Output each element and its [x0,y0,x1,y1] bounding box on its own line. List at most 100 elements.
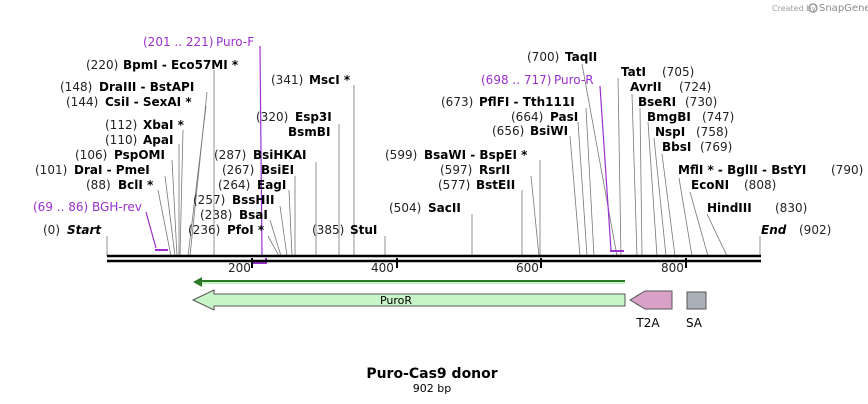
site-name[interactable]: BsmBI [288,125,330,139]
site-position: (385) [312,223,344,237]
primer-range: (201 .. 221) [143,35,213,49]
site-name[interactable]: BpmI - Eco57MI * [123,58,239,72]
puror-feature[interactable] [191,289,626,311]
site-position: (238) [200,208,232,222]
primer-range: (69 .. 86) [33,200,88,214]
primer-name[interactable]: Puro-R [554,73,594,87]
right-site-labels: (700) TaqII (673) PflFI - Tth111I (664) … [385,50,863,215]
site-name[interactable]: DraIII - BstAPI [99,80,194,94]
site-name[interactable]: BsiHKAI [253,148,307,162]
orf-arrow [193,277,625,287]
site-name[interactable]: NspI [655,125,685,139]
site-name[interactable]: BclI * [118,178,154,192]
site-position: (106) [75,148,107,162]
site-position: (758) [696,125,728,139]
site-name[interactable]: ApaI [143,133,173,147]
snapgene-brand: SnapGene [819,3,868,14]
site-name[interactable]: AvrII [630,80,662,94]
t2a-label: T2A [635,316,660,330]
sa-label: SA [686,316,703,330]
puro-f-primer[interactable] [252,258,267,264]
start-label: Start [67,223,102,237]
end-label: End [761,223,787,237]
site-position: (747) [702,110,734,124]
site-name[interactable]: PfoI * [227,223,265,237]
site-name[interactable]: PasI [550,110,578,124]
site-position: (144) [66,95,98,109]
right-site-leaders [471,63,761,257]
site-position: (341) [271,73,303,87]
site-name[interactable]: BsiEI [261,163,294,177]
site-position: (656) [492,124,524,138]
primer-name[interactable]: Puro-F [216,35,254,49]
site-name[interactable]: TatI [621,65,646,79]
tick-label-600: 600 [516,261,539,275]
site-name[interactable]: BsiWI [530,124,568,138]
left-site-labels: (220) BpmI - Eco57MI * (148) DraIII - Bs… [35,58,377,237]
site-name[interactable]: Esp3I [295,110,332,124]
site-name[interactable]: BmgBI [647,110,691,124]
site-name[interactable]: BbsI [662,140,691,154]
snapgene-logo-icon [808,3,818,13]
site-name[interactable]: CsiI - SexAI * [105,95,192,109]
site-position: (112) [105,118,137,132]
site-position: (724) [679,80,711,94]
created-by-text: Created by [772,4,816,13]
site-position: (320) [256,110,288,124]
site-position: (597) [440,163,472,177]
site-name[interactable]: PspOMI [114,148,165,162]
site-name[interactable]: EagI [257,178,286,192]
site-position: (257) [193,193,225,207]
tick-label-800: 800 [661,261,684,275]
site-name[interactable]: SacII [428,201,461,215]
primer-leaders [145,45,612,257]
site-position: (148) [60,80,92,94]
primer-name[interactable]: BGH-rev [92,200,142,214]
tick-label-200: 200 [228,261,251,275]
site-name[interactable]: BsaWI - BspEI * [424,148,528,162]
site-name[interactable]: RsrII [479,163,510,177]
end-position: (902) [799,223,831,237]
site-position: (504) [389,201,421,215]
site-name[interactable]: XbaI * [143,118,185,132]
site-position: (599) [385,148,417,162]
site-name[interactable]: MflI * - BglII - BstYI [678,163,806,177]
site-position: (705) [662,65,694,79]
map-length: 902 bp [413,382,451,395]
site-name[interactable]: MscI * [309,73,351,87]
site-position: (236) [188,223,220,237]
sequence-backbone [107,254,761,263]
site-position: (730) [685,95,717,109]
site-position: (700) [527,50,559,64]
site-position: (88) [86,178,111,192]
sa-feature[interactable] [686,291,707,310]
site-name[interactable]: TaqII [565,50,597,64]
site-position: (101) [35,163,67,177]
site-name[interactable]: PflFI - Tth111I [479,95,575,109]
site-position: (808) [744,178,776,192]
primer-range: (698 .. 717) [481,73,551,87]
primer-arrows [155,249,624,264]
site-position: (790) [831,163,863,177]
site-position: (267) [222,163,254,177]
scale-ticks [251,258,687,268]
map-title: Puro-Cas9 donor [366,366,497,382]
site-position: (577) [438,178,470,192]
site-position: (220) [86,58,118,72]
site-position: (673) [441,95,473,109]
site-position: (264) [218,178,250,192]
site-name[interactable]: BseRI [638,95,676,109]
site-position: (110) [105,133,137,147]
site-name[interactable]: EcoNI [691,178,729,192]
site-name[interactable]: DraI - PmeI [74,163,150,177]
tick-label-400: 400 [371,261,394,275]
t2a-feature[interactable] [629,290,673,310]
site-name[interactable]: BsaI [239,208,268,222]
site-position: (664) [511,110,543,124]
site-name[interactable]: StuI [350,223,377,237]
site-name[interactable]: BssHII [232,193,274,207]
site-name[interactable]: HindIII [707,201,752,215]
site-position: (287) [214,148,246,162]
site-name[interactable]: BstEII [476,178,515,192]
